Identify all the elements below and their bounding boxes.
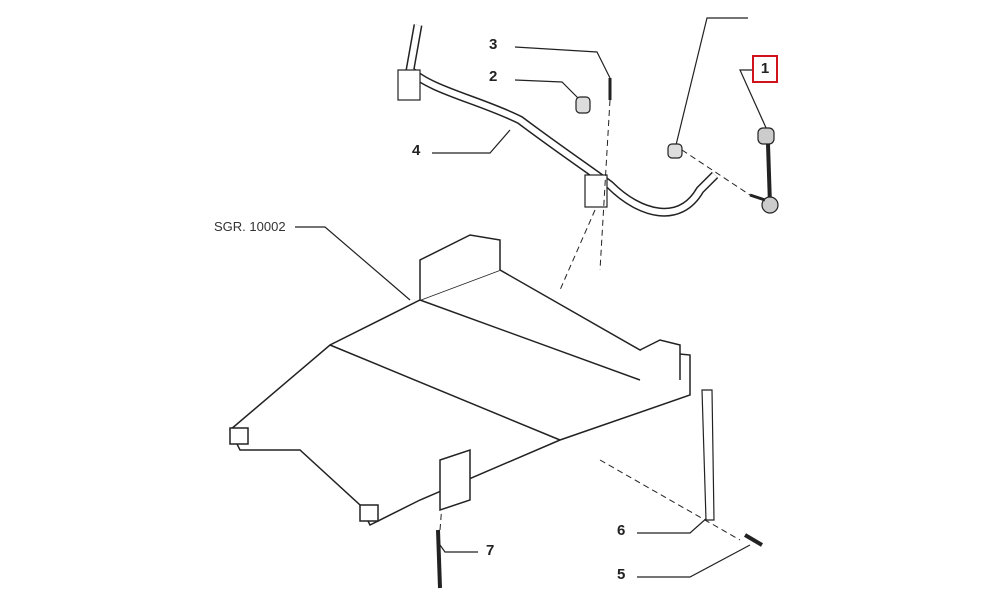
callout-5[interactable]: 5 bbox=[617, 566, 626, 583]
subframe bbox=[229, 234, 691, 527]
leader-1 bbox=[739, 69, 768, 131]
callout-4[interactable]: 4 bbox=[412, 142, 421, 159]
leader-2 bbox=[514, 79, 581, 101]
stabilizer-bar bbox=[405, 24, 719, 217]
part-7-bolt bbox=[436, 529, 442, 589]
part-1-link-rod bbox=[766, 143, 772, 206]
leader-3 bbox=[514, 46, 611, 79]
part-2-bushing bbox=[575, 96, 591, 114]
leader-7 bbox=[439, 544, 478, 553]
callout-1-highlighted[interactable]: 1 bbox=[752, 55, 778, 83]
leader-4 bbox=[432, 129, 511, 154]
reference-label[interactable]: SGR. 10002 bbox=[214, 219, 286, 234]
nut bbox=[667, 143, 683, 159]
part-1-link-bottom bbox=[761, 196, 779, 214]
callout-2[interactable]: 2 bbox=[489, 68, 498, 85]
callout-6[interactable]: 6 bbox=[617, 522, 626, 539]
callout-7[interactable]: 7 bbox=[486, 542, 495, 559]
part-1-link-top bbox=[757, 127, 775, 145]
bushing-left bbox=[397, 69, 421, 101]
leader-unlabeled bbox=[675, 17, 748, 146]
bushing-center bbox=[584, 174, 608, 208]
leader-5 bbox=[637, 544, 751, 578]
callout-3[interactable]: 3 bbox=[489, 36, 498, 53]
leader-sgr bbox=[295, 226, 411, 301]
leader-6 bbox=[637, 516, 709, 534]
part-6-strap bbox=[701, 389, 715, 521]
part-5-bolt bbox=[743, 533, 764, 547]
